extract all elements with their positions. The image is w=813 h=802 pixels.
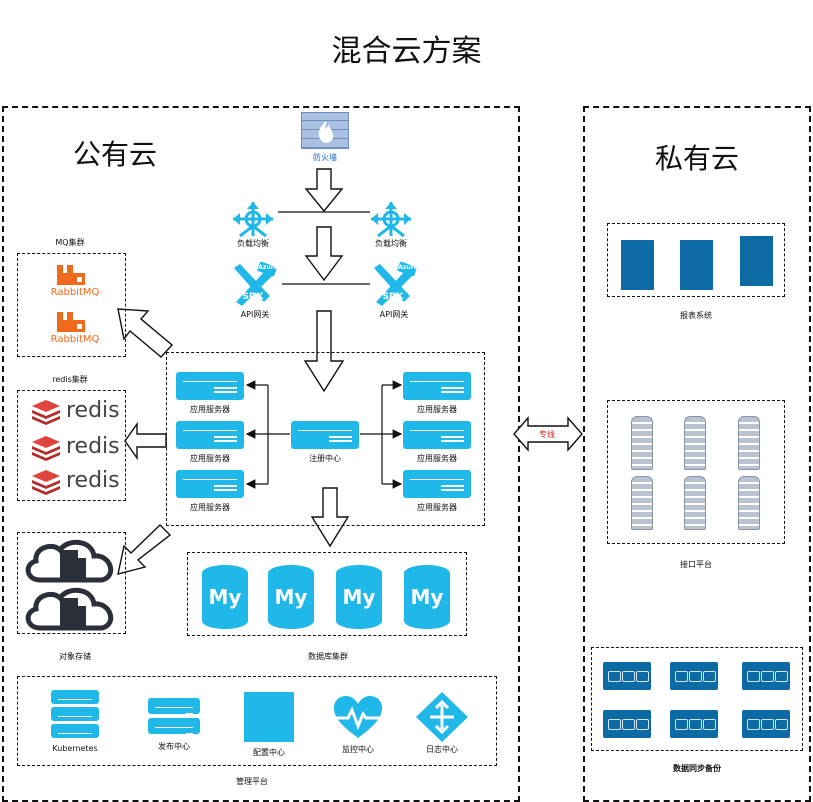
disk-array-icon <box>603 710 651 738</box>
dedicated-line-label: 专线 <box>539 430 555 439</box>
app-server-icon <box>176 372 244 400</box>
firewall-label: 防火墙 <box>313 153 337 162</box>
mq-cluster-box <box>17 253 126 357</box>
rabbitmq-logo: RabbitMQ <box>45 310 115 348</box>
load-balancer-icon <box>371 202 411 238</box>
disk-array-icon <box>670 710 718 738</box>
disk-array-icon <box>742 710 790 738</box>
disk-array-icon <box>670 662 718 690</box>
app-server-label: 应用服务器 <box>417 454 457 463</box>
mq-cluster-label: MQ集群 <box>55 238 85 247</box>
report-system-box <box>607 223 785 297</box>
db-cluster-label: 数据库集群 <box>308 652 348 661</box>
log-center-icon <box>416 692 468 742</box>
redis-cluster-label: redis集群 <box>52 375 88 384</box>
mgmt-item-label: Kubernetes <box>52 744 98 753</box>
app-server-icon <box>176 421 244 449</box>
api-gateway-icon: SDK Azure <box>230 261 278 308</box>
server-rack-icon <box>738 416 760 470</box>
app-server-icon <box>403 372 471 400</box>
app-server-label: 应用服务器 <box>417 503 457 512</box>
report-bar <box>740 236 773 286</box>
report-bar <box>680 240 713 290</box>
config-center-icon <box>244 692 294 742</box>
app-server-icon <box>176 470 244 498</box>
report-system-label: 报表系统 <box>680 311 712 320</box>
load-balancer-label: 负载均衡 <box>237 239 269 248</box>
app-server-icon <box>403 470 471 498</box>
management-label: 管理平台 <box>236 777 268 786</box>
app-server-label: 应用服务器 <box>190 405 230 414</box>
db-cluster-box <box>187 552 467 636</box>
kubernetes-icon <box>51 690 99 741</box>
disk-array-icon <box>742 662 790 690</box>
mysql-db-icon: My <box>404 565 450 629</box>
release-center-icon <box>148 698 200 736</box>
server-rack-icon <box>631 476 653 530</box>
rabbitmq-logo: RabbitMQ <box>45 263 115 301</box>
app-server-region <box>166 352 485 526</box>
page-title: 混合云方案 <box>331 34 482 69</box>
mysql-db-icon: My <box>268 565 314 629</box>
app-server-label: 应用服务器 <box>190 454 230 463</box>
object-storage-box <box>17 532 126 634</box>
public-cloud-label: 公有云 <box>72 138 157 171</box>
server-rack-icon <box>684 416 706 470</box>
object-storage-label: 对象存储 <box>59 652 91 661</box>
mgmt-item-label: 日志中心 <box>426 745 458 754</box>
mgmt-item-label: 配置中心 <box>253 748 285 757</box>
app-server-icon <box>403 421 471 449</box>
app-server-label: 应用服务器 <box>417 405 457 414</box>
api-platform-label: 接口平台 <box>680 560 712 569</box>
data-backup-box <box>591 647 803 751</box>
app-server-label: 应用服务器 <box>190 503 230 512</box>
api-gateway-label: API网关 <box>379 310 409 319</box>
server-rack-icon <box>738 476 760 530</box>
cloud-file-icon <box>25 587 114 631</box>
server-rack-icon <box>684 476 706 530</box>
heart-monitor-icon <box>334 696 382 738</box>
api-platform-box <box>607 400 785 544</box>
mgmt-item-label: 监控中心 <box>342 745 374 754</box>
redis-cluster-box <box>17 390 126 501</box>
redis-logo: redis <box>30 398 120 426</box>
redis-logo: redis <box>30 434 120 462</box>
management-platform-box <box>17 676 497 766</box>
redis-logo: redis <box>30 468 120 496</box>
server-rack-icon <box>631 416 653 470</box>
load-balancer-icon <box>233 202 273 238</box>
registry-icon <box>291 421 359 449</box>
cloud-file-icon <box>25 539 114 583</box>
mysql-db-icon: My <box>336 565 382 629</box>
report-bar <box>621 240 654 290</box>
mgmt-item-label: 发布中心 <box>158 742 190 751</box>
firewall-icon <box>301 112 349 149</box>
load-balancer-label: 负载均衡 <box>375 239 407 248</box>
api-gateway-label: API网关 <box>240 310 270 319</box>
private-cloud-label: 私有云 <box>654 142 739 175</box>
data-backup-label: 数据同步备份 <box>673 764 721 773</box>
disk-array-icon <box>603 662 651 690</box>
mysql-db-icon: My <box>202 565 248 629</box>
api-gateway-icon: SDK Azure <box>370 261 418 308</box>
registry-label: 注册中心 <box>309 454 341 463</box>
